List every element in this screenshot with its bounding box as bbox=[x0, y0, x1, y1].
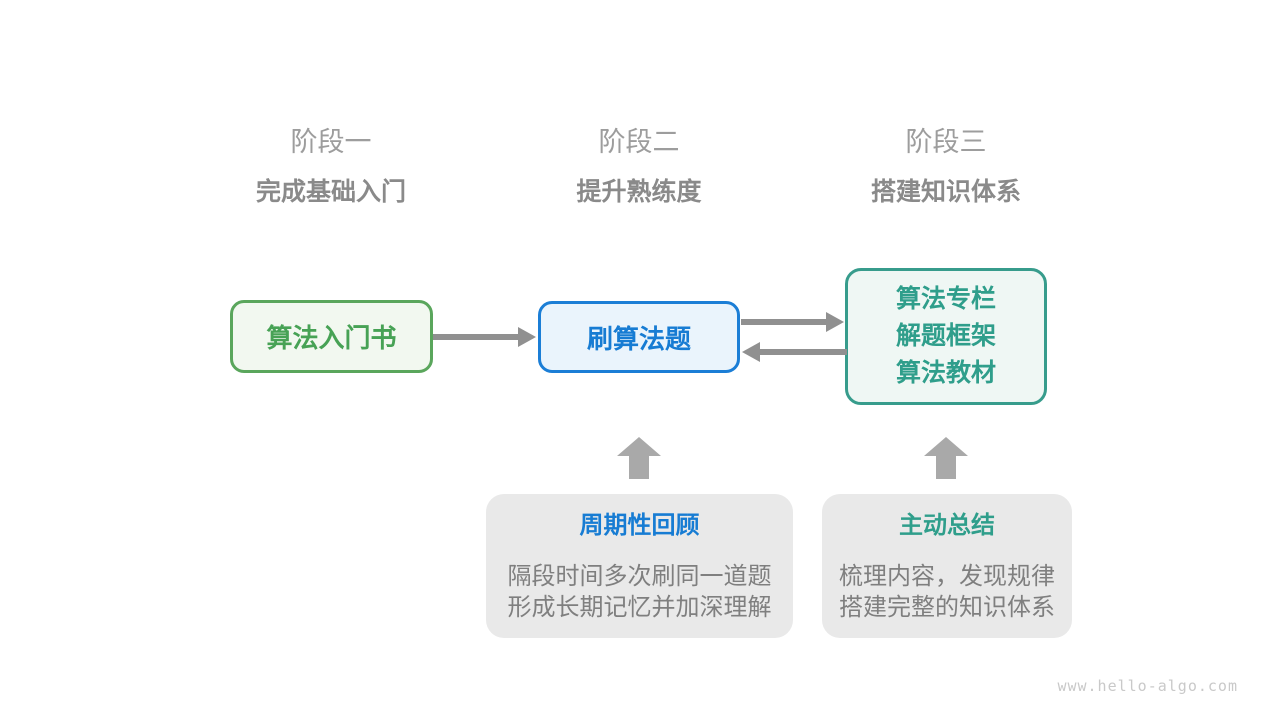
node-resource-line-2: 解题框架 bbox=[895, 322, 996, 350]
arrow-right-stage1-to-stage2-icon bbox=[433, 334, 518, 340]
node-intro-book-label: 算法入门书 bbox=[266, 323, 397, 353]
callout-summary-desc-line-1: 梳理内容，发现规律 bbox=[839, 563, 1055, 590]
watermark-url: www.hello-algo.com bbox=[1057, 677, 1238, 695]
stage-1-label: 阶段一 bbox=[290, 127, 372, 157]
stage-1-subtitle: 完成基础入门 bbox=[255, 178, 406, 206]
node-resource-line-3: 算法教材 bbox=[895, 359, 996, 387]
stage-header-1: 阶段一 完成基础入门 bbox=[181, 126, 481, 207]
stage-header-2: 阶段二 提升熟练度 bbox=[489, 126, 789, 207]
callout-periodic-review: 周期性回顾 隔段时间多次刷同一道题 形成长期记忆并加深理解 bbox=[486, 494, 793, 638]
callout-review-desc-line-2: 形成长期记忆并加深理解 bbox=[507, 594, 772, 621]
stage-2-label: 阶段二 bbox=[598, 127, 680, 157]
stage-2-subtitle: 提升熟练度 bbox=[576, 178, 702, 206]
arrow-right-stage2-to-stage3-icon bbox=[741, 319, 826, 325]
callout-summary-desc-line-2: 搭建完整的知识体系 bbox=[839, 594, 1055, 621]
node-resource-line-1: 算法专栏 bbox=[895, 285, 996, 313]
callout-active-summary: 主动总结 梳理内容，发现规律 搭建完整的知识体系 bbox=[822, 494, 1072, 638]
callout-periodic-review-title: 周期性回顾 bbox=[579, 512, 700, 539]
arrow-left-stage3-to-stage2-icon bbox=[760, 349, 847, 355]
stage-3-label: 阶段三 bbox=[905, 127, 987, 157]
callout-periodic-review-desc: 隔段时间多次刷同一道题 形成长期记忆并加深理解 bbox=[486, 561, 793, 623]
arrow-up-summarize-icon bbox=[924, 437, 968, 479]
node-advanced-resources: 算法专栏 解题框架 算法教材 bbox=[845, 268, 1047, 405]
node-intro-book: 算法入门书 bbox=[230, 300, 433, 373]
callout-active-summary-title: 主动总结 bbox=[899, 512, 995, 539]
stage-3-subtitle: 搭建知识体系 bbox=[870, 178, 1021, 206]
callout-review-desc-line-1: 隔段时间多次刷同一道题 bbox=[507, 563, 772, 590]
node-practice-problems: 刷算法题 bbox=[538, 301, 740, 373]
callout-active-summary-desc: 梳理内容，发现规律 搭建完整的知识体系 bbox=[822, 561, 1072, 623]
arrow-up-review-icon bbox=[617, 437, 661, 479]
node-practice-problems-label: 刷算法题 bbox=[586, 323, 691, 354]
stage-header-3: 阶段三 搭建知识体系 bbox=[796, 126, 1096, 207]
